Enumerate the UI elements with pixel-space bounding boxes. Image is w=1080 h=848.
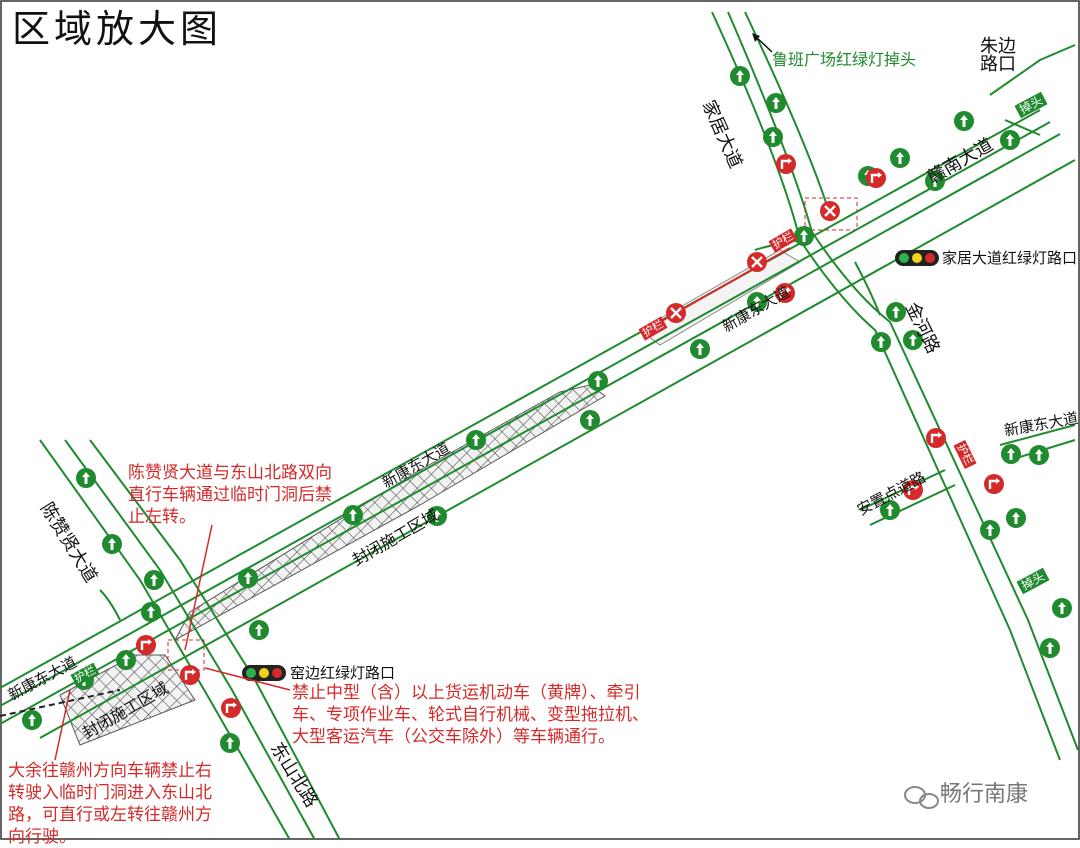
signal-luban: 鲁班广场红绿灯掉头 (772, 50, 917, 69)
note-restriction: 禁止中型（含）以上货运机动车（黄牌）、牵引车、专项作业车、轮式自行机械、变型拖拉… (292, 683, 649, 747)
lane-dash (0, 689, 121, 717)
signal-jiaju: 家居大道红绿灯路口 (942, 249, 1078, 267)
main-road-lines (0, 109, 1076, 739)
page-title: 区域放大图 (12, 7, 223, 51)
traffic-light-yaobian-icon (242, 665, 286, 681)
jiaju-road-lines (711, 11, 1079, 761)
note-pointers (54, 524, 291, 761)
traffic-light-jiaju-icon (895, 250, 939, 266)
signal-yaobian: 窑边红绿灯路口 (290, 664, 396, 682)
closed-zone-center (173, 384, 606, 642)
wechat-icon (904, 786, 939, 809)
road-label-zhubian: 朱边路口 (980, 36, 1016, 75)
brand-label: 畅行南康 (940, 782, 1029, 807)
zhubian-road-lines (989, 44, 1076, 136)
note-chenzanxian: 陈赞贤大道与东山北路双向直行车辆通过临时门洞后禁止左转。 (128, 463, 332, 527)
luban-pointer (754, 35, 773, 53)
note-dayu: 大余往赣州方向车辆禁止右转驶入临时门洞进入东山北路，可直行或左转往赣州方向行驶。 (8, 761, 212, 847)
